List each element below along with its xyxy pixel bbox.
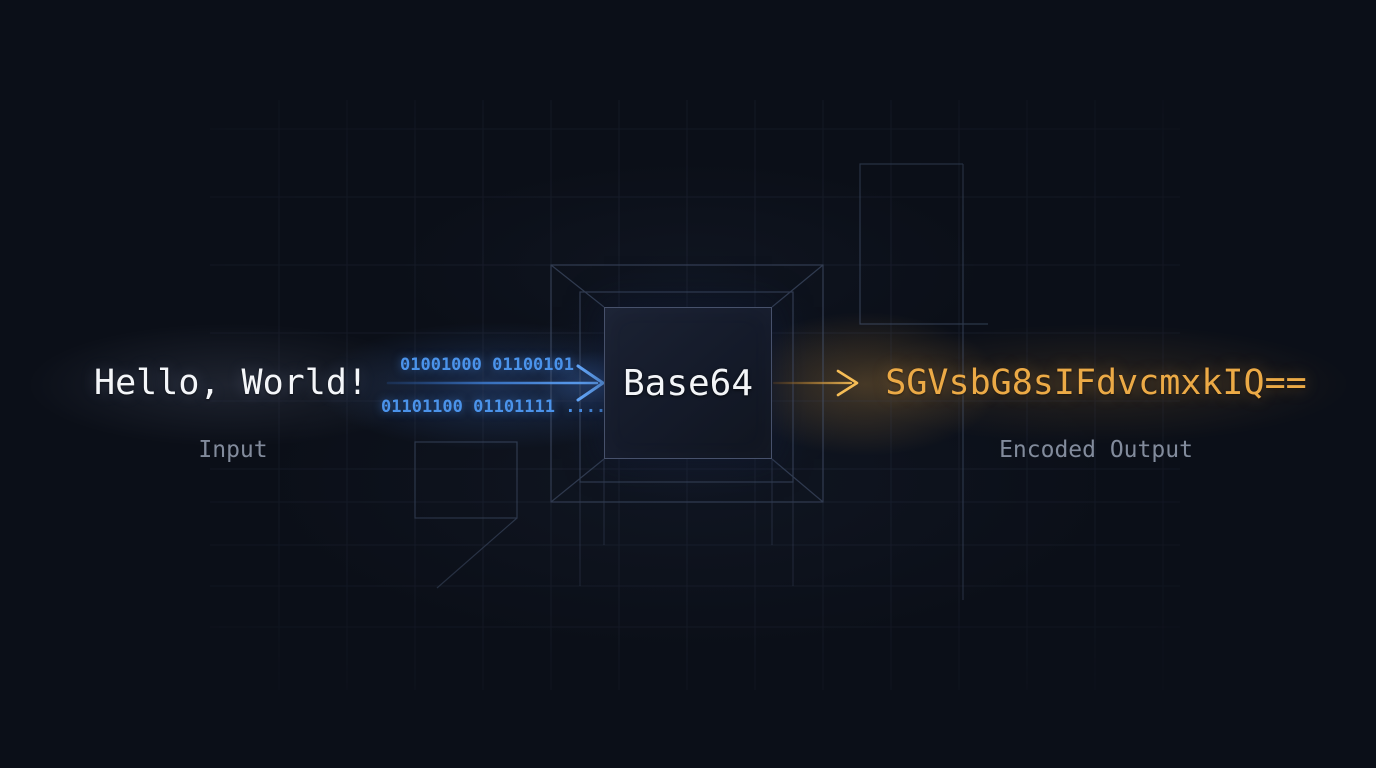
tunnel-diagonals [550, 264, 824, 503]
accent-rect-right [859, 163, 988, 600]
input-arrow-icon [386, 364, 605, 402]
output-arrow-icon [772, 369, 859, 397]
tunnel-mid-frame [579, 291, 794, 483]
input-label: Input [198, 437, 268, 463]
binary-line-2: 01101100 01101111 .... [381, 397, 607, 417]
accent-square-left [414, 441, 518, 519]
encoder-box: Base64 [604, 307, 772, 459]
encoded-output-text: SGVsbG8sIFdvcmxkIQ== [885, 363, 1307, 403]
encoder-label: Base64 [622, 362, 754, 404]
accent-diagonal-left [436, 517, 518, 589]
encoded-output-label: Encoded Output [999, 437, 1193, 463]
binary-line-1: 01001000 01100101 [400, 355, 574, 375]
glow-layer [26, 160, 1351, 650]
input-text: Hello, World! [94, 363, 368, 403]
